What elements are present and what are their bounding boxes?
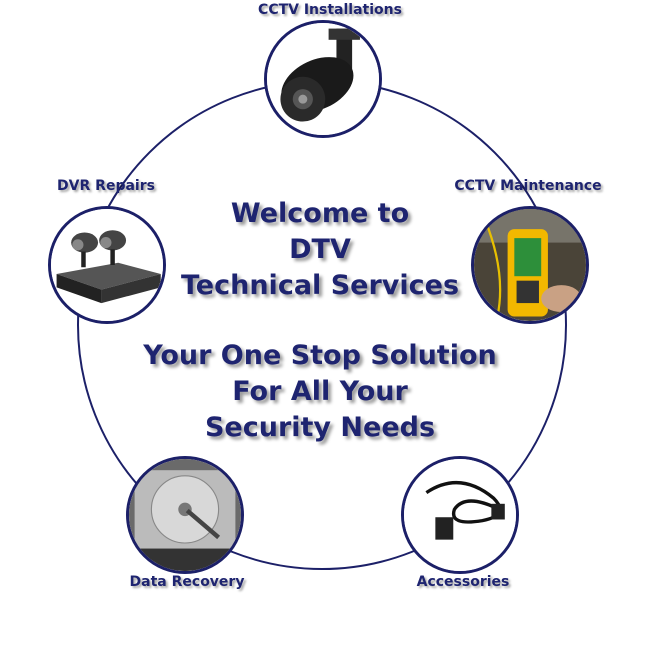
dvr-recorder-icon[interactable] xyxy=(48,206,166,324)
tagline-line-2: For All Your xyxy=(232,376,408,407)
label-dvr-repairs: DVR Repairs xyxy=(57,178,155,194)
welcome-heading: Welcome to DTV Technical Services xyxy=(0,196,640,304)
network-tester-icon[interactable] xyxy=(471,206,589,324)
cctv-camera-icon[interactable] xyxy=(264,20,382,138)
tagline: Your One Stop Solution For All Your Secu… xyxy=(0,338,640,446)
welcome-line-1: Welcome to xyxy=(230,198,410,229)
welcome-line-3: Technical Services xyxy=(180,270,460,301)
welcome-line-2: DTV xyxy=(289,234,351,265)
label-cctv-maintenance: CCTV Maintenance xyxy=(454,178,602,194)
label-accessories: Accessories xyxy=(416,574,510,590)
tagline-line-3: Security Needs xyxy=(204,412,436,443)
power-cable-icon[interactable] xyxy=(401,456,519,574)
hard-drive-icon[interactable] xyxy=(126,456,244,574)
label-data-recovery: Data Recovery xyxy=(129,574,245,590)
label-cctv-installations: CCTV Installations xyxy=(258,2,402,18)
tagline-line-1: Your One Stop Solution xyxy=(143,340,497,371)
